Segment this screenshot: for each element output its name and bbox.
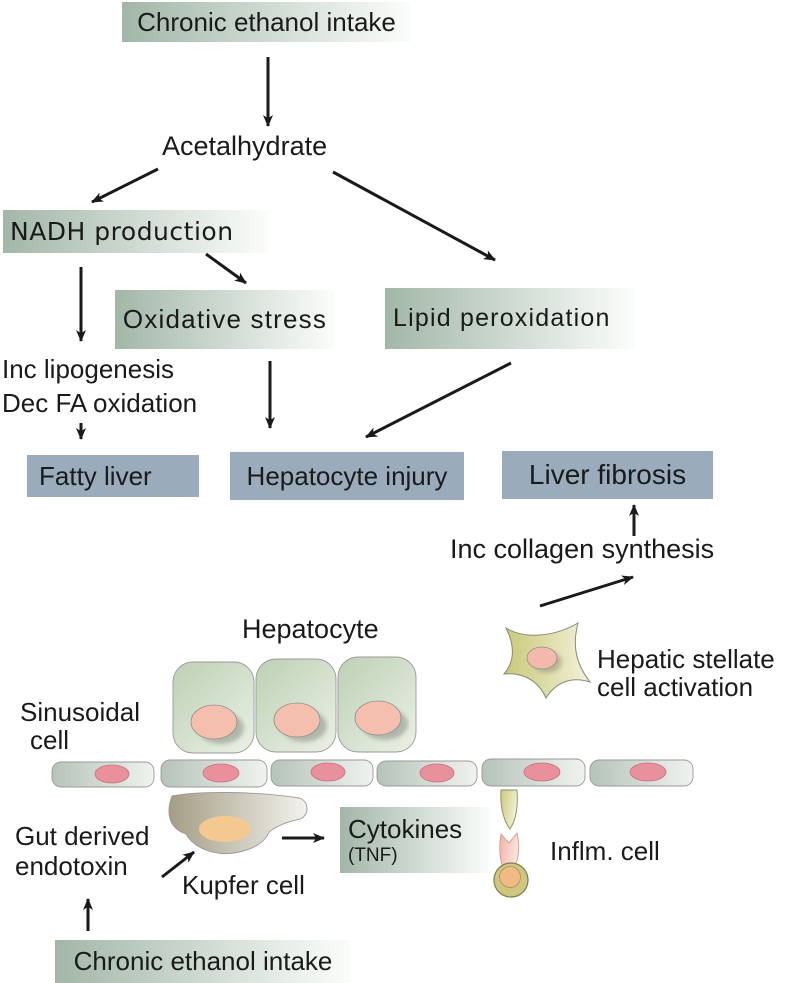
sinusoidal-nucleus [419,763,455,783]
tnf-label: (TNF) [348,844,398,866]
hepatocyte-cells [172,656,417,754]
inc-lipogenesis-line: Inc lipogenesis [2,354,174,384]
lipid-peroxidation-label: Lipid peroxidation [393,304,611,332]
hepatocyte-nucleus [354,700,402,736]
inflammatory-cell-upper-segment [500,789,518,830]
sinusoidal-line2: cell [30,725,70,755]
fatty-liver-box: Fatty liver [27,455,199,497]
sinusoidal-nucleus [629,762,667,782]
arrow-lipid-to-hepatocyte-injury [365,361,512,439]
dec-fa-oxidation-line: Dec FA oxidation [2,388,198,418]
inc-collagen-synthesis-label: Inc collagen synthesis [450,534,715,564]
sinusoidal-nucleus [94,764,130,784]
cytokines-box: Cytokines (TNF) [340,807,491,873]
liver-fibrosis-label: Liver fibrosis [528,459,687,490]
cytokines-label: Cytokines [348,813,463,844]
arrows [76,57,639,931]
kupfer-cell-label: Kupfer cell [182,870,305,900]
chronic-ethanol-intake-top-box: Chronic ethanol intake [122,2,411,42]
sinusoidal-nucleus [202,763,240,783]
stellate-line2: cell activation [597,672,754,702]
arrow-nadh-to-oxidative-stress [205,252,247,285]
liver-fibrosis-box: Liver fibrosis [502,451,713,499]
hepatocyte-nucleus [273,702,321,738]
hepatocyte-injury-label: Hepatocyte injury [246,460,448,491]
sinusoidal-nucleus [310,762,346,782]
fatty-liver-label: Fatty liver [39,460,152,491]
chronic-ethanol-intake-bottom-label: Chronic ethanol intake [73,946,333,976]
hepatic-stellate-cell [502,621,592,700]
oxidative-stress-box: Oxidative stress [115,290,335,349]
nadh-production-label: NADH production [10,217,234,246]
lipid-peroxidation-box: Lipid peroxidation [385,288,635,349]
chronic-ethanol-intake-bottom-box: Chronic ethanol intake [55,940,351,983]
hepatocyte-label: Hepatocyte [242,614,379,644]
sinusoidal-cells [51,758,694,788]
oxidative-stress-label: Oxidative stress [122,304,328,334]
sinusoidal-cell-label: Sinusoidal cell [20,698,140,754]
gut-line2: endotoxin [15,851,128,881]
arrow-stellate-to-collagen [539,575,634,608]
kupffer-nucleus [199,816,251,842]
inflammatory-cell-nucleus [499,866,521,888]
hepatocyte-nucleus [190,704,238,740]
sinusoidal-line1: Sinusoidal [20,697,140,727]
hepatic-stellate-activation-label: Hepatic stellate cell activation [597,645,775,701]
gut-line1: Gut derived [15,821,150,851]
arrow-acetalhydrate-to-nadh [91,167,159,204]
stellate-line1: Hepatic stellate [597,644,775,674]
sinusoidal-nucleus [523,762,561,782]
acetalhydrate-label: Acetalhydrate [162,131,328,161]
chronic-ethanol-intake-top-label: Chronic ethanol intake [137,6,396,37]
gut-derived-endotoxin-label: Gut derived endotoxin [15,821,149,881]
hepatocyte-injury-box: Hepatocyte injury [230,452,464,500]
inflammatory-cell-migration [493,789,529,898]
inflammatory-cell-label: Inflm. cell [550,836,660,866]
lipogenesis-note: Inc lipogenesis Dec FA oxidation [2,352,197,420]
arrow-endotoxin-to-kupffer [161,850,195,879]
arrow-acetalhydrate-to-lipid-peroxidation [332,170,496,262]
stellate-nucleus [526,646,558,670]
nadh-production-box: NADH production [3,210,269,253]
kupffer-cell [168,792,308,855]
